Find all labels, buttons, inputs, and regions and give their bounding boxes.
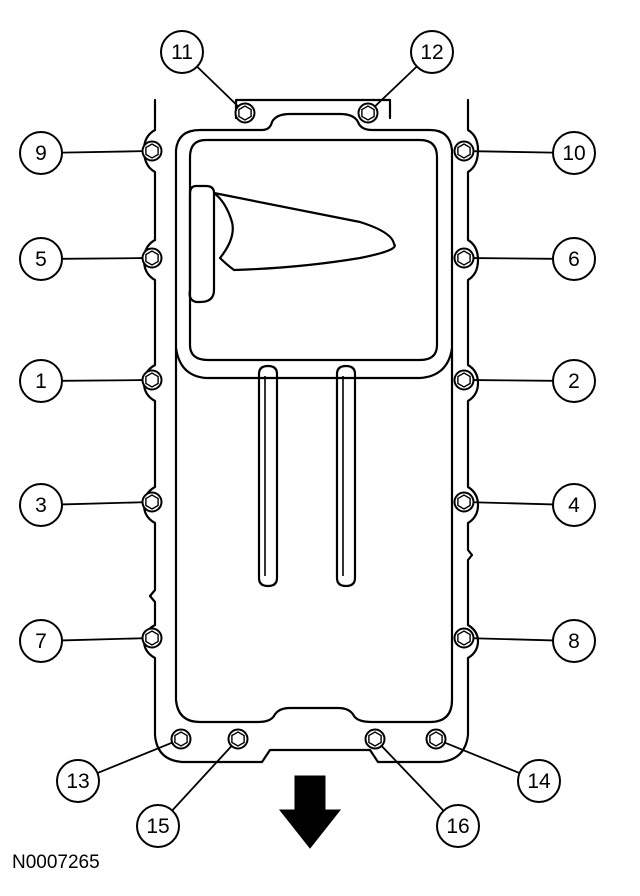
callout-label-2: 2: [568, 370, 580, 393]
callout-label-12: 12: [420, 41, 443, 64]
pickup-flange: [188, 184, 216, 304]
leader-line-8: [472, 637, 554, 642]
bolt-7: [145, 630, 159, 646]
bolt-13: [174, 731, 188, 747]
bolt-8: [457, 630, 471, 646]
bolt-14: [429, 731, 443, 747]
leader-line-5: [61, 257, 144, 260]
bolt-9: [145, 143, 159, 159]
callout-label-16: 16: [446, 815, 469, 838]
callout-circle-3: [19, 483, 63, 527]
pan-flange-outline: [142, 106, 480, 764]
pan-flange-top: [153, 98, 470, 120]
leader-line-3: [61, 501, 144, 506]
bolt-2: [457, 372, 471, 388]
leader-line-7: [61, 637, 144, 642]
callout-circle-4: [552, 483, 596, 527]
leader-line-11: [196, 65, 240, 108]
bolt-12: [361, 105, 375, 121]
bolt-3: [145, 494, 159, 510]
callout-circle-11: [160, 30, 204, 74]
callout-label-11: 11: [171, 41, 193, 64]
baffle-rib-right: [335, 364, 357, 588]
figure-reference-code: N0007265: [12, 852, 100, 873]
pan-inner-wall: [174, 112, 454, 724]
callout-circle-15: [136, 804, 180, 848]
callout-circle-13: [56, 759, 100, 803]
callout-circle-9: [19, 131, 63, 175]
callout-label-4: 4: [568, 494, 580, 517]
arrow-down-icon: [278, 775, 342, 849]
bolt-6: [457, 250, 471, 266]
callout-label-13: 13: [66, 770, 89, 793]
sump-box: [188, 138, 439, 362]
leader-line-10: [472, 150, 554, 154]
sump-ledge: [174, 346, 454, 380]
leader-line-15: [171, 745, 233, 812]
callout-circle-1: [19, 359, 63, 403]
leader-line-2: [472, 379, 554, 382]
oil-pickup: [212, 191, 396, 272]
callout-label-10: 10: [562, 142, 585, 165]
callout-label-5: 5: [35, 248, 47, 271]
callout-circle-14: [517, 759, 561, 803]
leader-line-6: [472, 257, 554, 260]
bolt-5: [145, 250, 159, 266]
bolt-1: [145, 372, 159, 388]
bolt-4: [457, 494, 471, 510]
baffle-rib-left: [257, 364, 279, 588]
bolt-16: [368, 731, 382, 747]
callout-circle-10: [552, 131, 596, 175]
callout-circle-8: [552, 619, 596, 663]
callout-label-6: 6: [568, 248, 580, 271]
leader-line-13: [97, 741, 174, 774]
leader-line-16: [380, 744, 445, 812]
callout-label-14: 14: [527, 770, 551, 793]
bolt-10: [457, 143, 471, 159]
callout-label-1: 1: [35, 370, 47, 393]
callout-circle-7: [19, 619, 63, 663]
callout-label-8: 8: [568, 630, 580, 653]
bolt-11: [238, 105, 252, 121]
callout-circle-6: [552, 237, 596, 281]
callout-circle-5: [19, 237, 63, 281]
leader-line-1: [61, 379, 144, 382]
callout-label-9: 9: [35, 142, 47, 165]
leader-line-9: [61, 150, 144, 154]
callout-circle-16: [436, 804, 480, 848]
leader-line-4: [472, 501, 554, 506]
callout-circle-2: [552, 359, 596, 403]
bolt-layer: [141, 102, 475, 750]
leader-line-14: [443, 741, 520, 774]
callout-label-15: 15: [146, 815, 169, 838]
bolt-15: [231, 731, 245, 747]
callout-circle-12: [410, 30, 454, 74]
callout-label-3: 3: [35, 494, 47, 517]
callout-label-7: 7: [35, 630, 47, 653]
leader-line-12: [373, 65, 418, 108]
